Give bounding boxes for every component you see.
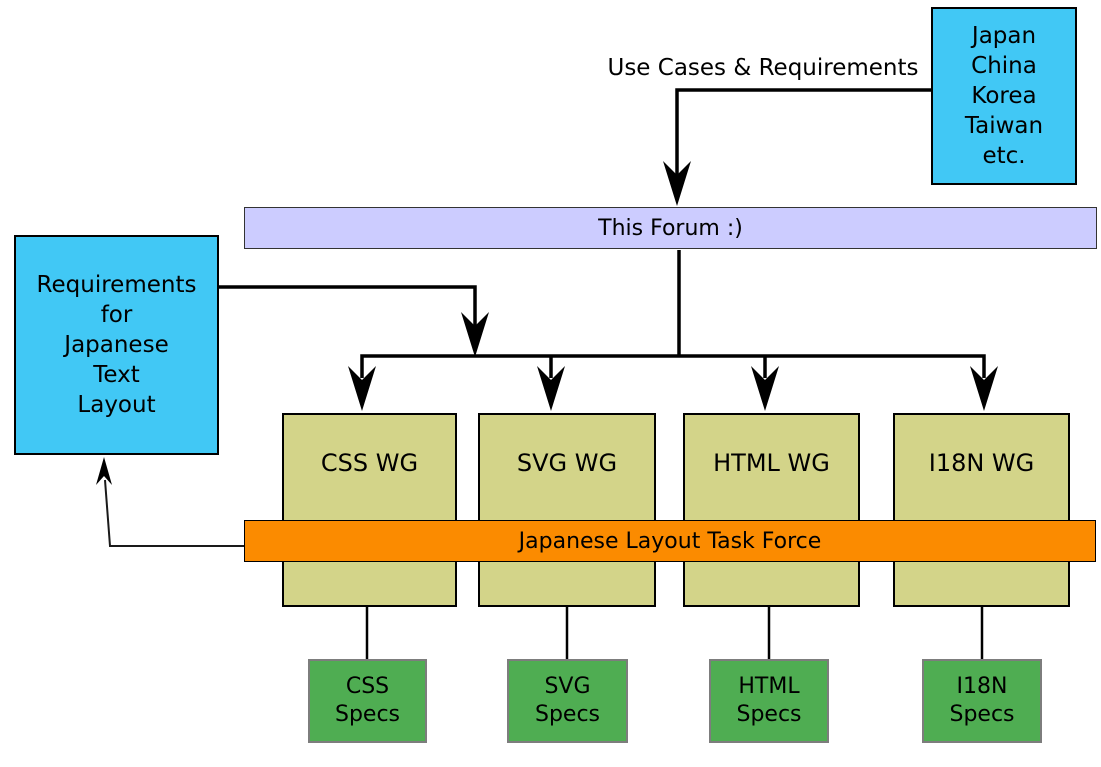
spec-box-svg: SVG Specs	[507, 659, 628, 743]
distribution-line	[360, 354, 986, 378]
wg-arrowheads	[348, 366, 998, 411]
task-force-bar: Japanese Layout Task Force	[244, 520, 1096, 562]
use-cases-arrow	[663, 88, 931, 206]
requirements-box: Requirements for Japanese Text Layout	[14, 235, 219, 455]
requirements-to-groups-arrow	[219, 285, 489, 357]
use-cases-label: Use Cases & Requirements	[607, 55, 919, 81]
taskforce-to-requirements-arrow	[96, 457, 244, 547]
wg-box-css: CSS WG	[282, 413, 457, 607]
spec-box-css: CSS Specs	[308, 659, 427, 743]
spec-box-i18n: I18N Specs	[922, 659, 1042, 743]
wg-box-svg: SVG WG	[478, 413, 656, 607]
countries-box: Japan China Korea Taiwan etc.	[931, 7, 1077, 185]
wg-box-html: HTML WG	[683, 413, 860, 607]
wg-to-spec-connectors	[365, 607, 984, 659]
spec-box-html: HTML Specs	[709, 659, 829, 743]
wg-box-i18n: I18N WG	[893, 413, 1070, 607]
forum-bar: This Forum :)	[244, 207, 1097, 249]
